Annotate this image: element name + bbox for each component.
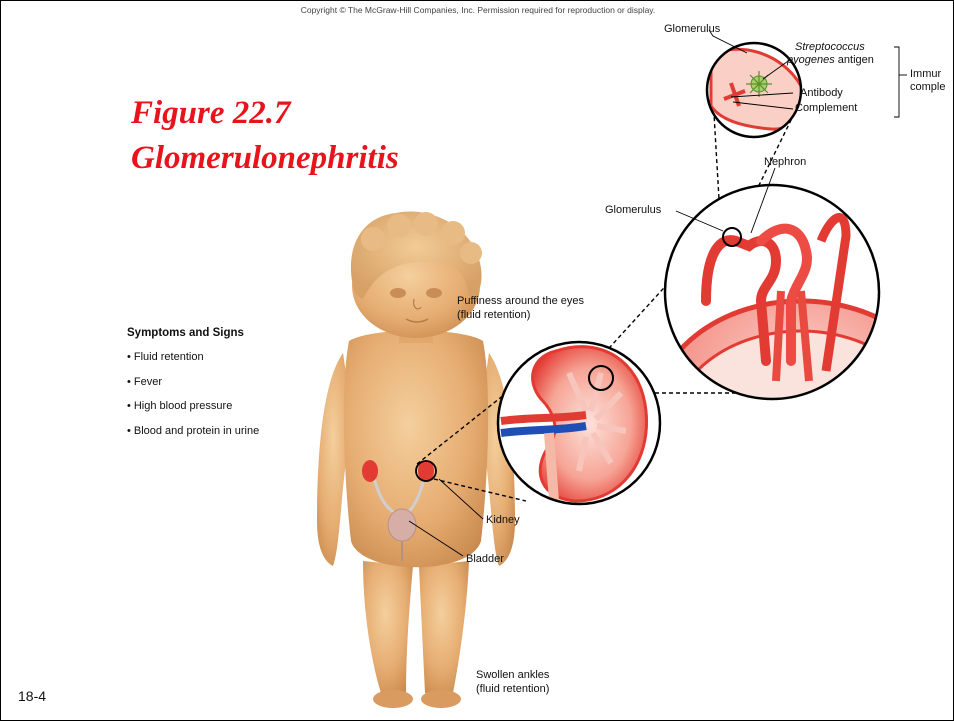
label-ankles-line2: (fluid retention) xyxy=(476,683,549,696)
symptom-item: Blood and protein in urine xyxy=(127,419,259,444)
label-ankles-line1: Swollen ankles xyxy=(476,669,549,682)
label-puffiness-line2: (fluid retention) xyxy=(457,309,530,322)
symptom-item: Fever xyxy=(127,370,259,395)
label-puffiness-line1: Puffiness around the eyes xyxy=(457,295,584,308)
label-antigen-line1: Streptococcus xyxy=(795,41,865,54)
label-nephron: Nephron xyxy=(764,156,806,169)
label-complement: Complement xyxy=(795,102,857,115)
label-glomerulus-top: Glomerulus xyxy=(664,23,720,36)
label-bladder: Bladder xyxy=(466,553,504,566)
symptoms-panel: Symptoms and Signs Fluid retention Fever… xyxy=(127,327,259,443)
label-antibody: Antibody xyxy=(800,87,843,100)
label-antigen-word: antigen xyxy=(835,54,874,66)
label-antigen-species: pyogenes xyxy=(787,54,835,66)
label-glomerulus-mid: Glomerulus xyxy=(605,204,661,217)
symptoms-list: Fluid retention Fever High blood pressur… xyxy=(127,345,259,443)
symptom-item: High blood pressure xyxy=(127,394,259,419)
label-antigen-line2: pyogenes antigen xyxy=(787,54,874,67)
child-figure xyxy=(317,211,515,708)
label-immune-line1: Immur xyxy=(910,68,941,81)
label-immune-line2: comple xyxy=(910,81,945,94)
nephron-detail xyxy=(651,185,951,541)
label-kidney: Kidney xyxy=(486,514,520,527)
slide-number: 18-4 xyxy=(18,688,46,704)
symptoms-heading: Symptoms and Signs xyxy=(127,327,259,339)
kidney-cross-section xyxy=(498,342,660,504)
symptom-item: Fluid retention xyxy=(127,345,259,370)
